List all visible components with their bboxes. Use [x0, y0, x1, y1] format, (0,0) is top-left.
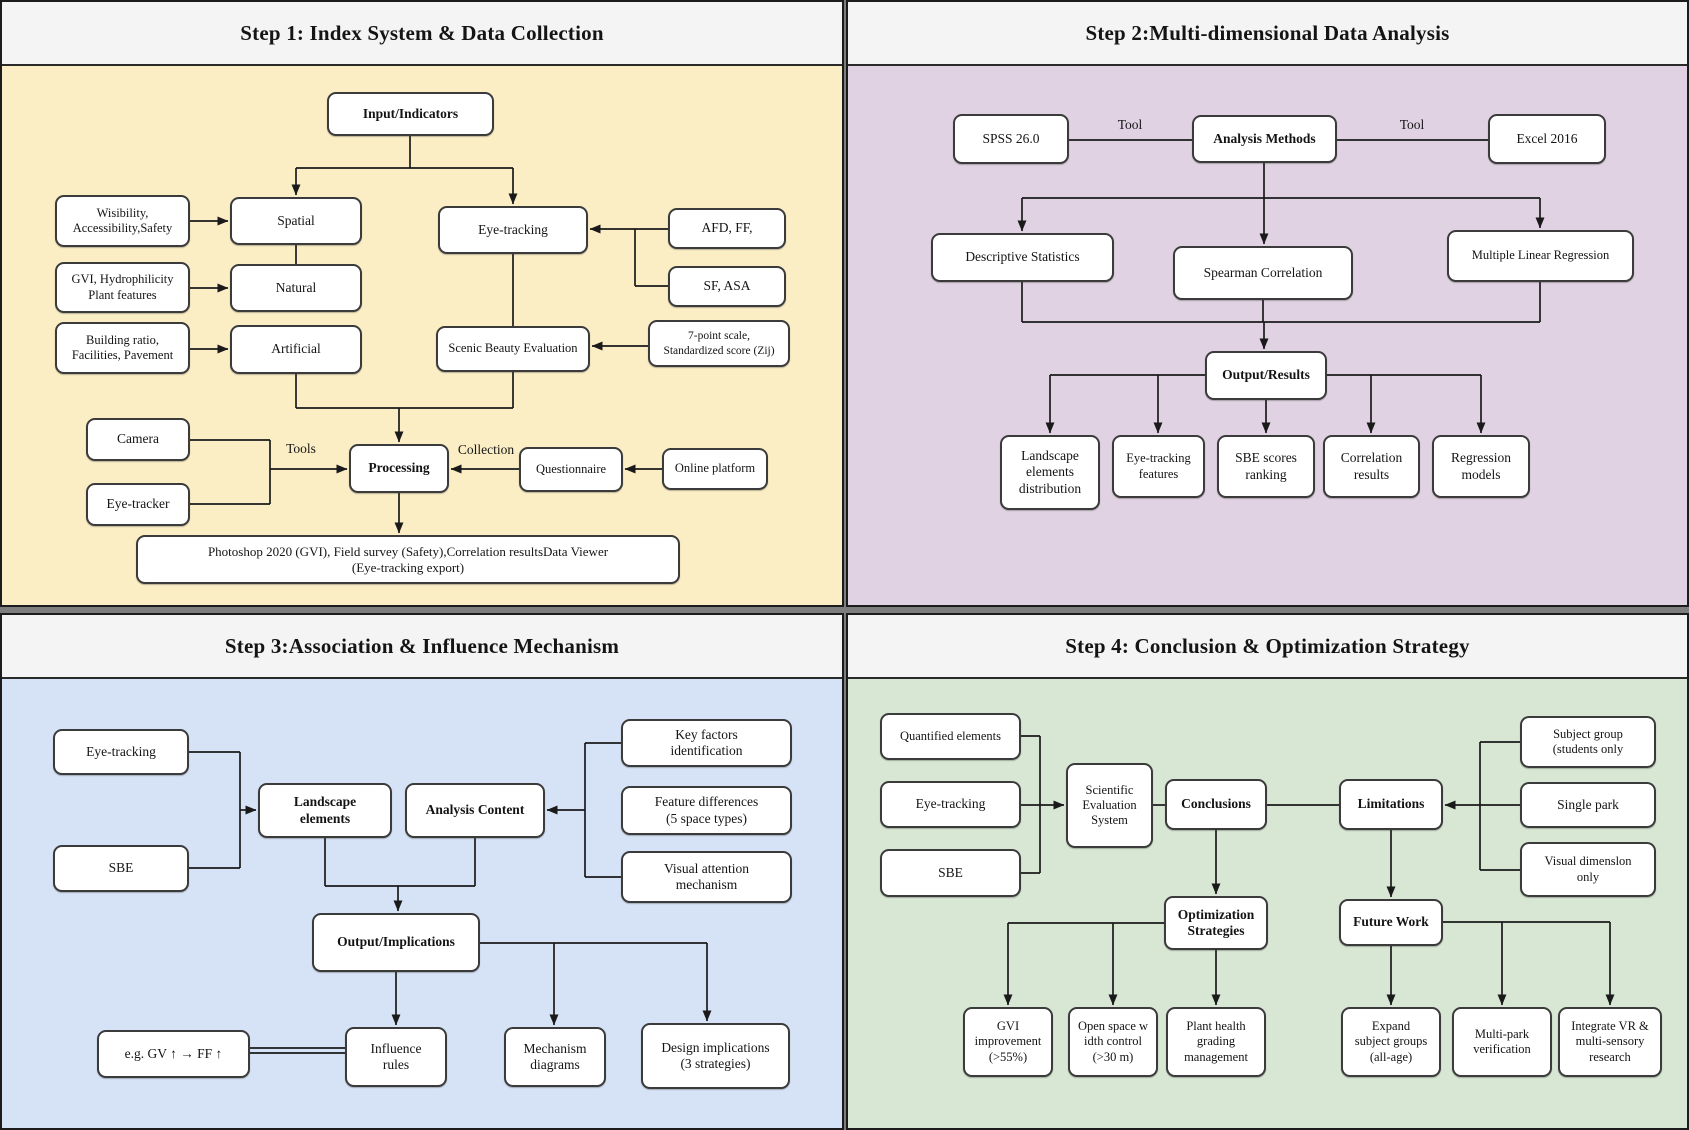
panel-step3-title: Step 3:Association & Influence Mechanism — [2, 615, 842, 679]
panel-step4-title: Step 4: Conclusion & Optimization Strate… — [848, 615, 1687, 679]
panel-step2-title: Step 2:Multi-dimensional Data Analysis — [848, 2, 1687, 66]
panel-step1-title: Step 1: Index System & Data Collection — [2, 2, 842, 66]
